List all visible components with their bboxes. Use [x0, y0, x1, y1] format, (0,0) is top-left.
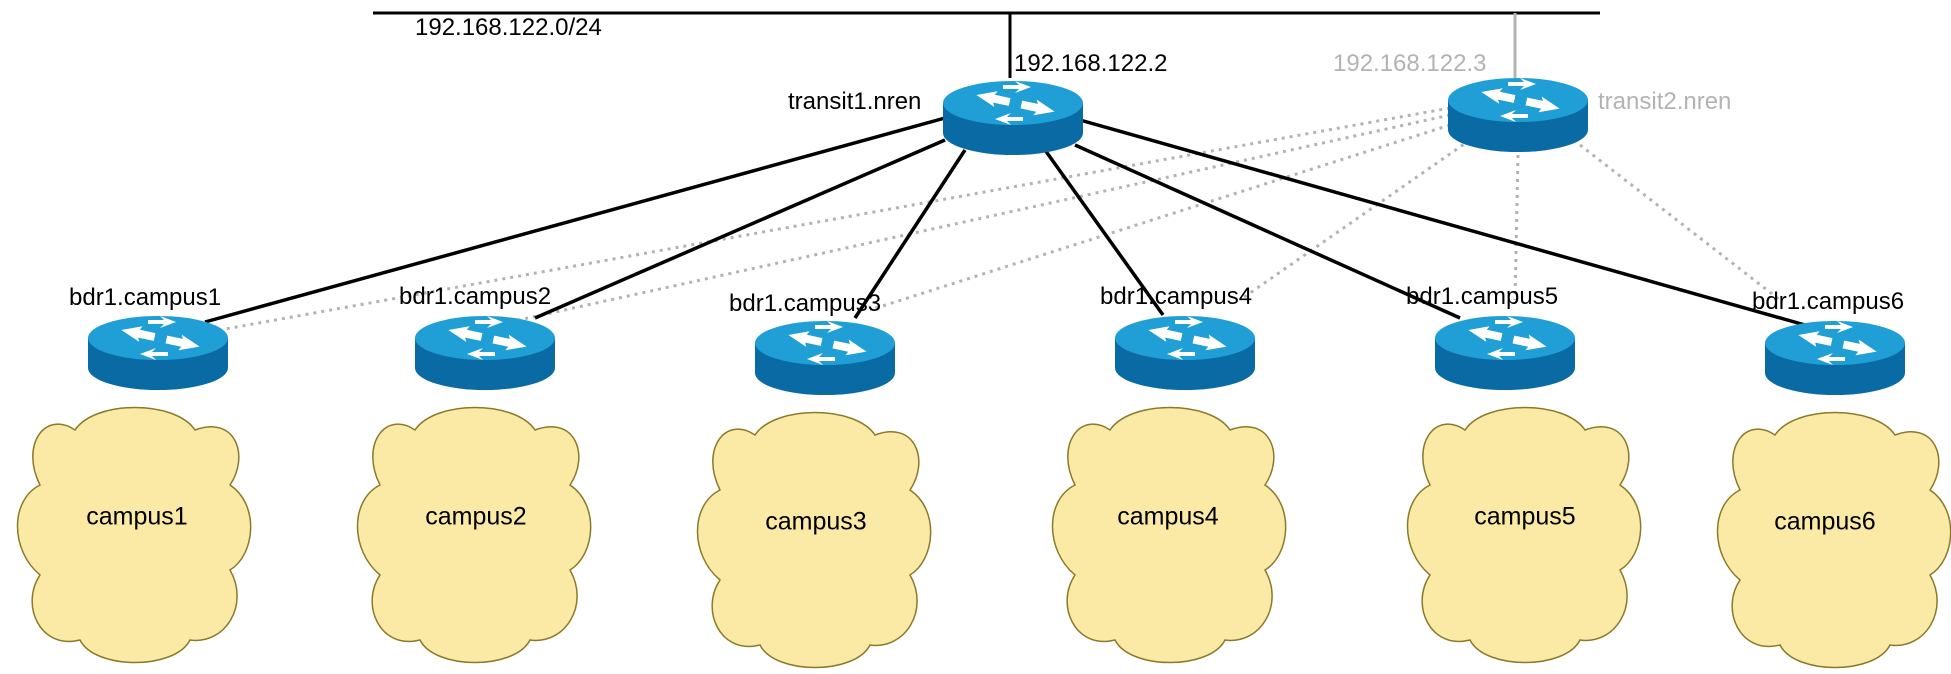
link-campus1: [204, 116, 946, 324]
backup-link-campus5: [1513, 154, 1520, 301]
router-icon: [1435, 316, 1575, 390]
router-label-campus1: bdr1.campus1: [69, 284, 222, 311]
active-links: [204, 116, 1806, 327]
backup-link-campus6: [1579, 143, 1781, 302]
cloud-label-campus5: campus5: [1474, 502, 1576, 531]
cloud-icon: [16, 406, 252, 664]
backup-link-campus1: [219, 106, 1451, 332]
router-icon: [1448, 78, 1588, 152]
router-icon: [943, 81, 1083, 155]
backup-links: [219, 106, 1781, 332]
transit1-ip-label: 192.168.122.2: [1014, 50, 1168, 77]
router-label-campus3: bdr1.campus3: [729, 290, 882, 317]
cloud-icon: [1051, 406, 1287, 664]
router-icon: [1115, 316, 1255, 390]
link-campus6: [1079, 118, 1806, 327]
cloud-label-campus1: campus1: [86, 502, 188, 531]
cloud-label-campus2: campus2: [425, 502, 527, 531]
cloud-icon: [696, 411, 932, 669]
transit1-name-label: transit1.nren: [788, 88, 922, 115]
cloud-label-campus3: campus3: [765, 507, 867, 536]
router-label-campus6: bdr1.campus6: [1752, 288, 1905, 315]
backup-link-campus3: [869, 123, 1451, 312]
router-label-campus2: bdr1.campus2: [399, 283, 552, 310]
router-label-campus4: bdr1.campus4: [1100, 283, 1253, 310]
cloud-label-campus4: campus4: [1117, 502, 1219, 531]
backup-link-campus2: [509, 113, 1451, 324]
transit2-ip-label: 192.168.122.3: [1333, 50, 1487, 77]
router-icon: [755, 321, 895, 395]
cloud-icon: [1406, 406, 1642, 664]
router-icon: [88, 316, 228, 390]
router-label-campus5: bdr1.campus5: [1406, 283, 1559, 310]
backup-link-campus4: [1239, 138, 1471, 302]
link-campus4: [1043, 148, 1165, 317]
transit2-name-label: transit2.nren: [1598, 88, 1732, 115]
cloud-icon: [356, 406, 592, 664]
link-campus2: [534, 138, 946, 320]
cloud-label-campus6: campus6: [1774, 507, 1876, 536]
subnet-label: 192.168.122.0/24: [415, 14, 602, 41]
link-campus3: [853, 149, 967, 319]
link-campus5: [1074, 143, 1461, 320]
cloud-icon: [1716, 411, 1951, 669]
router-icon: [415, 316, 555, 390]
router-icon: [1765, 321, 1905, 395]
